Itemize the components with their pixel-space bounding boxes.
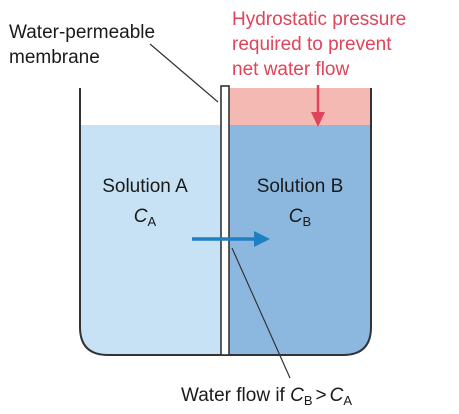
concentration-b-label: CB: [289, 206, 311, 229]
flow-leader-line: [231, 247, 291, 379]
membrane-label-line1: Water-permeable: [9, 22, 155, 43]
pressure-label-line1: Hydrostatic pressure: [232, 9, 406, 30]
solution-b-label: Solution B: [257, 176, 344, 197]
solution-a-label: Solution A: [102, 176, 188, 197]
concentration-a-label: CA: [134, 206, 157, 229]
membrane-label-line2: membrane: [9, 47, 100, 68]
solution-b-liquid: [229, 125, 371, 355]
solution-a-liquid: [80, 125, 221, 355]
membrane: [220, 85, 230, 356]
pressure-label-line2: required to prevent: [232, 34, 392, 55]
membrane-leader-line: [149, 43, 219, 103]
water-flow-label: Water flow if CB>CA: [181, 385, 352, 408]
pressure-label-line3: net water flow: [232, 59, 349, 80]
pressure-arrow-head: [311, 112, 325, 127]
flow-arrow-head: [254, 231, 270, 247]
pressure-region: [229, 88, 371, 125]
